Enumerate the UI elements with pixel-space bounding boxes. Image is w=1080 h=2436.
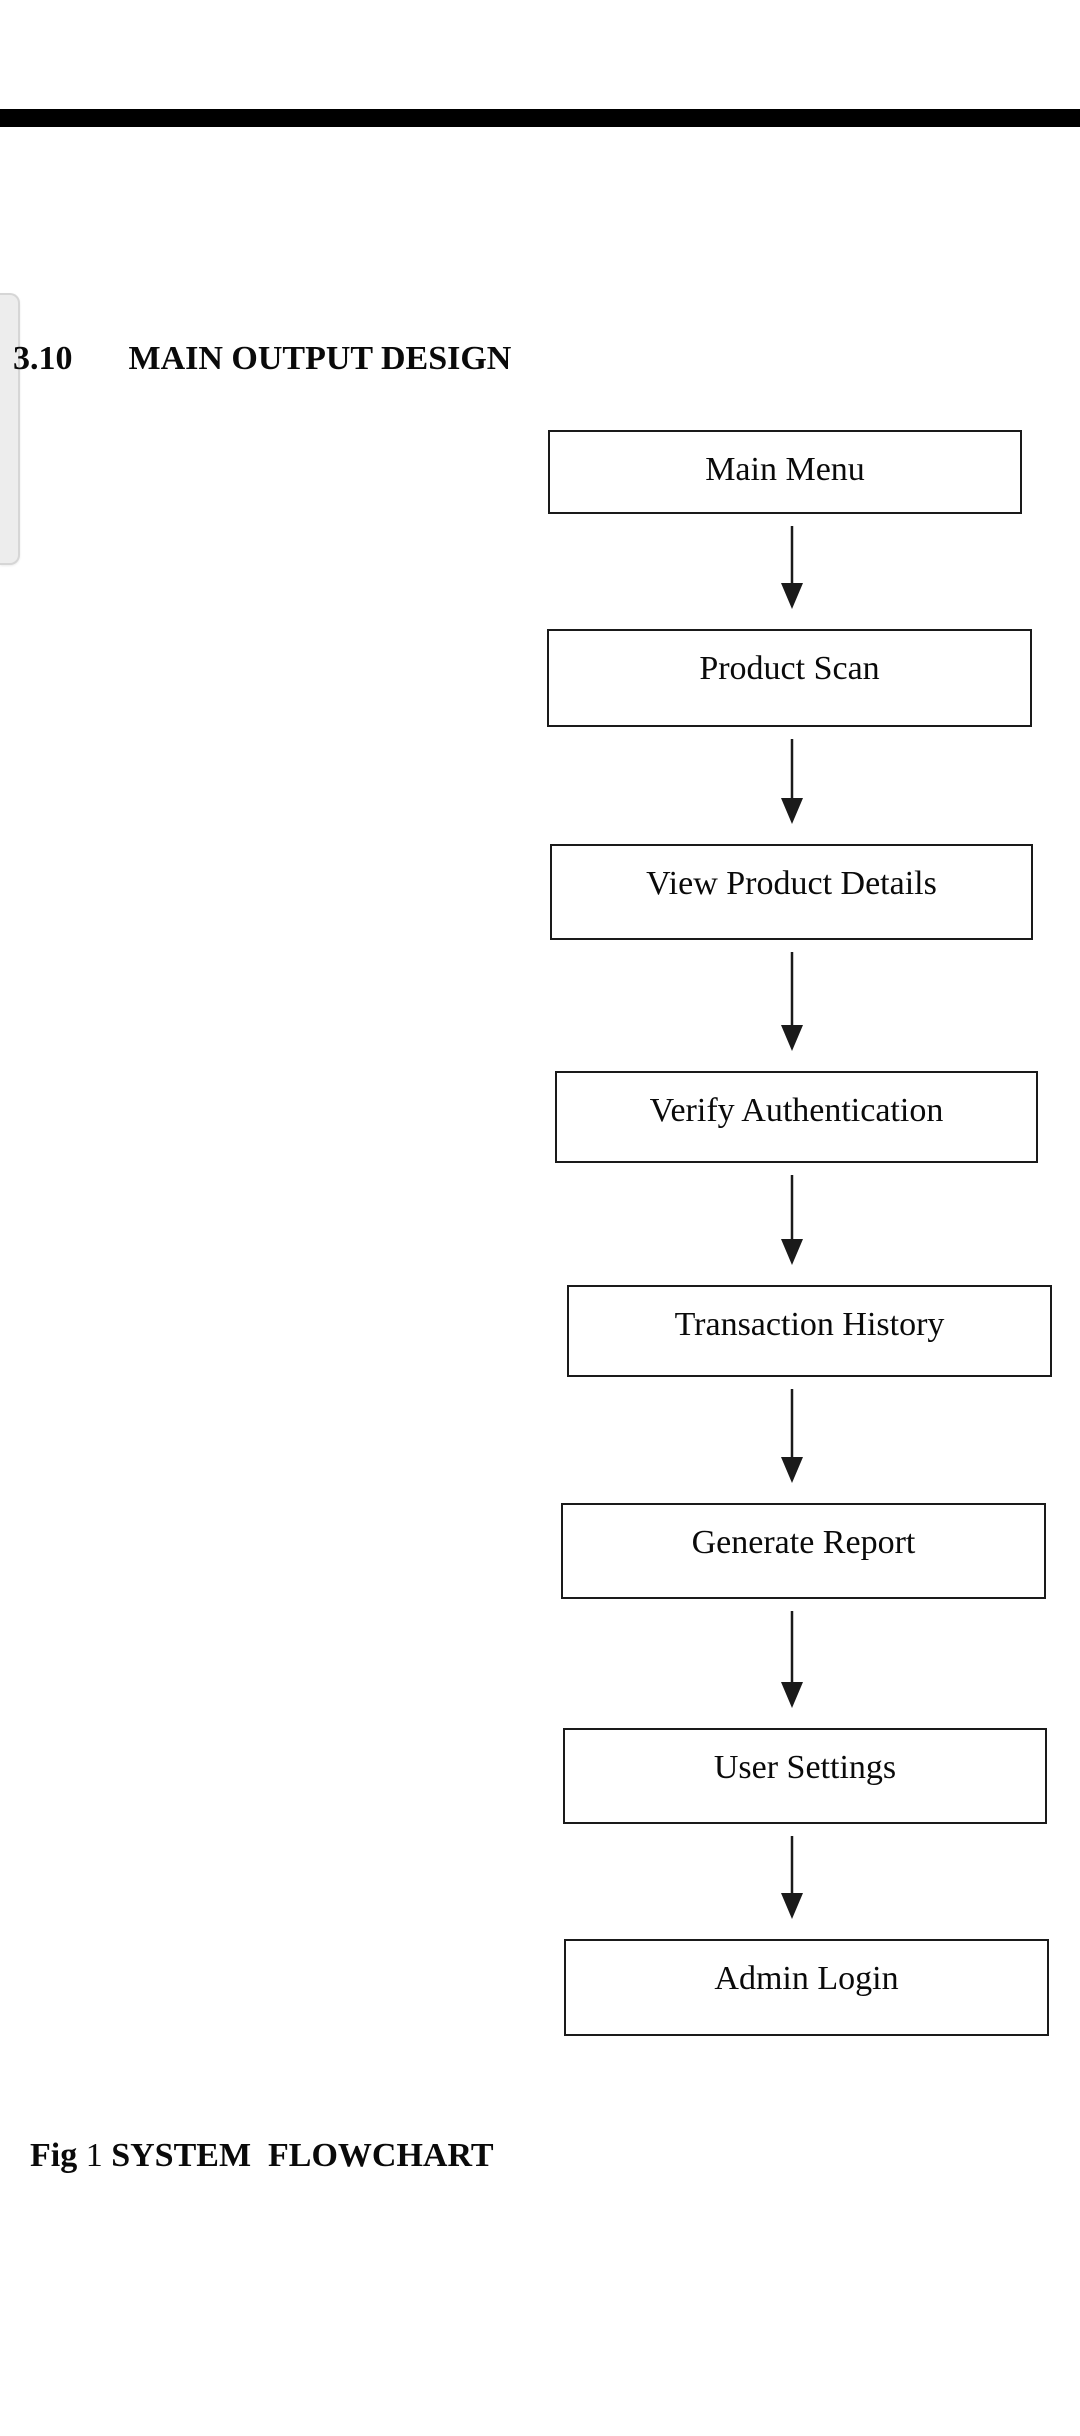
flowchart-node-view-product-details: View Product Details	[550, 844, 1033, 940]
figure-caption: Fig 1 SYSTEM FLOWCHART	[30, 2136, 494, 2176]
flowchart-node-transaction-history: Transaction History	[567, 1285, 1052, 1377]
figure-caption-prefix: Fig	[30, 2137, 78, 2174]
flowchart-node-main-menu: Main Menu	[548, 430, 1022, 514]
flowchart-node-label: Product Scan	[699, 650, 880, 687]
section-heading: 3.10 MAIN OUTPUT DESIGN	[13, 340, 511, 378]
flowchart-node-product-scan: Product Scan	[547, 629, 1032, 727]
flow-arrow-down-icon	[781, 739, 803, 824]
flowchart-node-generate-report: Generate Report	[561, 1503, 1046, 1599]
flowchart-node-label: Generate Report	[691, 1524, 916, 1561]
flow-arrow-down-icon	[781, 1389, 803, 1483]
flowchart-node-label: Main Menu	[705, 451, 865, 488]
flow-arrow-down-icon	[781, 952, 803, 1051]
flow-arrow-down-icon	[781, 1611, 803, 1708]
section-title: MAIN OUTPUT DESIGN	[128, 340, 512, 377]
figure-caption-title: SYSTEM FLOWCHART	[111, 2137, 494, 2174]
flowchart-node-user-settings: User Settings	[563, 1728, 1047, 1824]
flowchart-node-label: Admin Login	[714, 1960, 899, 1997]
flow-arrow-down-icon	[781, 1836, 803, 1919]
section-number: 3.10	[13, 340, 73, 377]
flowchart-node-label: Verify Authentication	[649, 1092, 944, 1129]
flowchart-node-verify-authentication: Verify Authentication	[555, 1071, 1038, 1163]
figure-caption-number: 1	[85, 2137, 103, 2174]
flow-arrow-down-icon	[781, 1175, 803, 1265]
page-divider-bar	[0, 109, 1080, 127]
flowchart-node-label: View Product Details	[646, 865, 937, 902]
flowchart-node-label: User Settings	[713, 1749, 897, 1786]
side-drawer-handle[interactable]	[0, 293, 20, 565]
flow-arrow-down-icon	[781, 526, 803, 609]
flowchart-node-admin-login: Admin Login	[564, 1939, 1049, 2036]
flowchart-node-label: Transaction History	[674, 1306, 945, 1343]
